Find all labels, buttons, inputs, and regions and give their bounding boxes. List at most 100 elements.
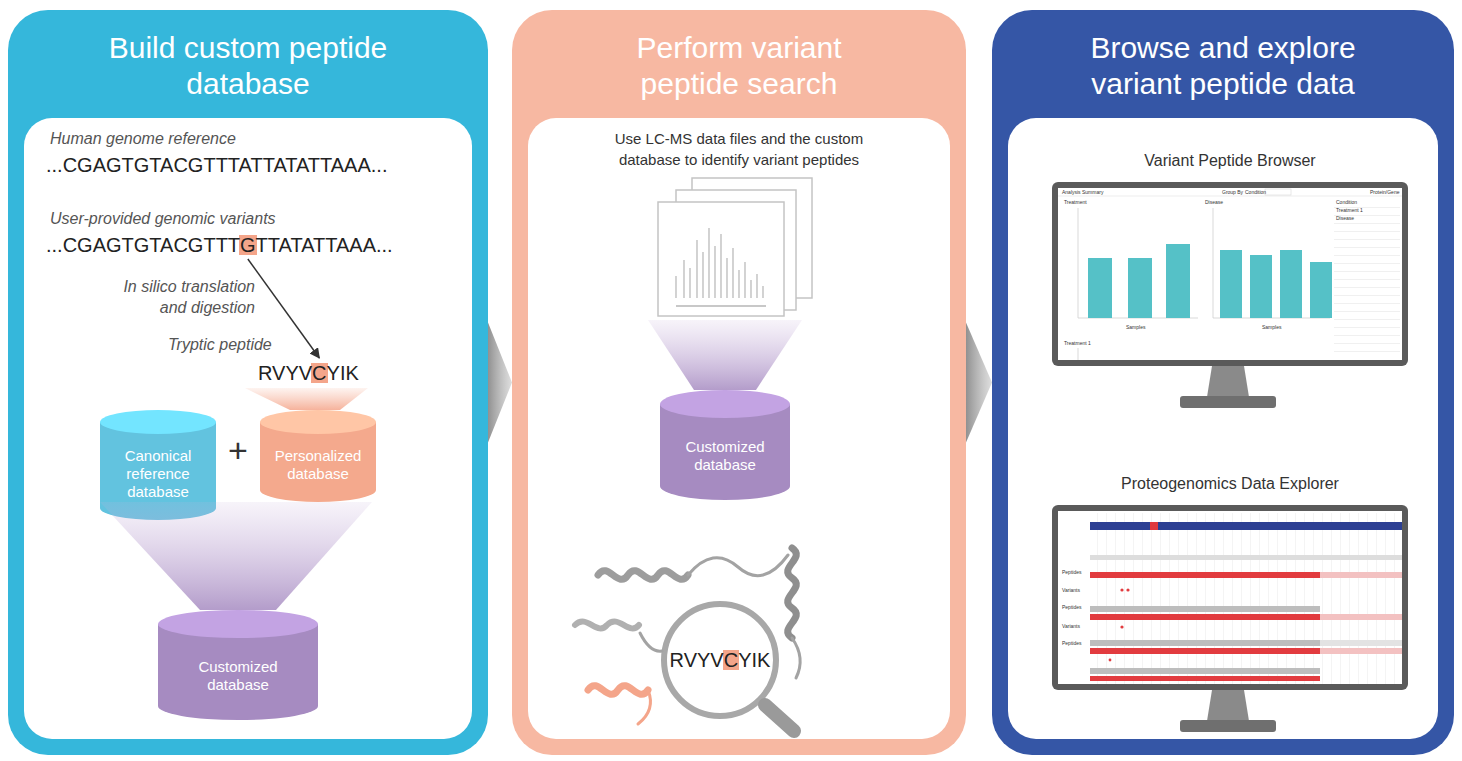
- screen-rule: [1058, 196, 1402, 197]
- monitor-bezel: [1052, 182, 1408, 366]
- screen-text: Group By: [1222, 189, 1243, 196]
- annotation-text: Human genome reference: [50, 128, 236, 149]
- step-panel: Build custom peptide databaseCanonical r…: [8, 10, 488, 755]
- panel-title: Build custom peptide database: [108, 30, 388, 102]
- chart-axis: [1078, 318, 1198, 319]
- track: [1090, 606, 1320, 612]
- track: [1320, 614, 1402, 620]
- screen-text: Protein/Gene: [1370, 189, 1399, 196]
- chart-axis: [1213, 318, 1330, 319]
- track: [1320, 572, 1402, 578]
- screen-text: Treatment 1: [1336, 207, 1363, 214]
- step-panel: Perform variant peptide searchUse LC-MS …: [512, 10, 966, 755]
- panel-title: Browse and explore variant peptide data: [1058, 30, 1388, 102]
- screen-text: Treatment: [1064, 199, 1087, 206]
- monitor-base: [1180, 396, 1276, 408]
- cylinder-body: [100, 422, 216, 520]
- monitor-caption: Proteogenomics Data Explorer: [1050, 473, 1410, 495]
- database-cylinder: Customized database: [158, 610, 318, 720]
- track: [1320, 648, 1402, 654]
- database-cylinder: Canonical reference database: [100, 410, 216, 520]
- screen-text: Variants: [1062, 623, 1080, 630]
- variant-highlight: [723, 650, 739, 670]
- helix: [575, 622, 639, 629]
- screen-text: Disease: [1336, 215, 1354, 222]
- track: [1090, 555, 1402, 560]
- track: [1090, 640, 1320, 646]
- grid: [1090, 513, 1402, 684]
- screen-text: Samples: [1126, 324, 1145, 331]
- database-label: Personalized database: [268, 447, 368, 483]
- database-cylinder: Personalized database: [260, 410, 376, 502]
- monitor-base: [1180, 720, 1276, 732]
- annotation-text: In silico translation and digestion: [95, 276, 255, 318]
- cylinder-top: [660, 390, 790, 418]
- funnel: [648, 320, 802, 390]
- screen-text: Peptides: [1062, 569, 1081, 576]
- monitor-screen: [1058, 188, 1402, 360]
- track: [1090, 676, 1320, 681]
- protein-illustration: [575, 548, 800, 724]
- chart-axis: [1078, 208, 1079, 318]
- monitor-screen: [1058, 511, 1402, 684]
- database-label: Canonical reference database: [108, 447, 208, 501]
- variant-dot: [1109, 659, 1112, 662]
- spectrum-peaks: [676, 228, 763, 298]
- database-label: Customized database: [675, 438, 775, 474]
- magnifier-lens: RVYVCYIK: [660, 600, 780, 720]
- cylinder-top: [158, 610, 318, 638]
- data-file-stack: [658, 178, 812, 316]
- helix: [598, 571, 688, 580]
- annotation-text: ...CGAGTGTACGTTTGTTATATTAAA...: [46, 232, 393, 258]
- bar: [1128, 258, 1152, 318]
- annotation-text: Tryptic peptide: [168, 334, 272, 355]
- screen-text: Disease: [1205, 199, 1223, 206]
- variant-dot: [1126, 588, 1129, 591]
- track: [1090, 668, 1320, 674]
- bar: [1310, 262, 1332, 318]
- loop: [640, 633, 662, 651]
- data-file: [658, 202, 784, 316]
- bar: [1166, 244, 1190, 318]
- track: [1090, 614, 1320, 620]
- monitor-caption-box: Variant Peptide Browser: [1050, 150, 1410, 176]
- annotation-text: ...CGAGTGTACGTTTATTATATTAAA...: [46, 152, 387, 178]
- magnifier-handle: [765, 705, 794, 731]
- track: [1320, 640, 1402, 646]
- spectrum-axis: [676, 305, 766, 307]
- screen-text: Condition: [1245, 189, 1266, 196]
- variant-dot: [1120, 625, 1123, 628]
- loop: [638, 690, 650, 724]
- screen-text: Peptides: [1062, 640, 1081, 647]
- table-rows: [1334, 205, 1400, 355]
- screen-text: Samples: [1262, 324, 1281, 331]
- chart-axis: [1213, 208, 1214, 318]
- variant-dot: [1120, 588, 1123, 591]
- annotation-text: RVYVCYIK: [258, 360, 359, 386]
- funnel: [100, 502, 372, 610]
- loop: [688, 555, 788, 576]
- panel-instruction: Use LC-MS data files and the custom data…: [589, 128, 889, 170]
- bar: [1088, 258, 1112, 318]
- screen-text: Analysis Summary: [1062, 189, 1103, 196]
- screen-text: Variants: [1062, 587, 1080, 594]
- select-box: [1265, 189, 1291, 195]
- panel-title: Perform variant peptide search: [589, 30, 889, 102]
- annotation-text: User-provided genomic variants: [50, 208, 276, 229]
- track: [1090, 572, 1320, 578]
- screen-text: Treatment 1: [1064, 340, 1091, 347]
- bar: [1220, 250, 1242, 318]
- monitor-caption: Variant Peptide Browser: [1050, 150, 1410, 172]
- helix: [588, 686, 648, 695]
- funnel: [245, 388, 368, 410]
- monitor: [1052, 505, 1408, 732]
- database-label: Customized database: [188, 658, 288, 694]
- track: [1090, 648, 1320, 654]
- lens: [664, 604, 776, 716]
- monitor: [1052, 182, 1408, 408]
- variant-cell: [1150, 522, 1158, 530]
- variant-highlight: [239, 235, 257, 255]
- data-file: [676, 190, 796, 310]
- bar: [1250, 255, 1272, 318]
